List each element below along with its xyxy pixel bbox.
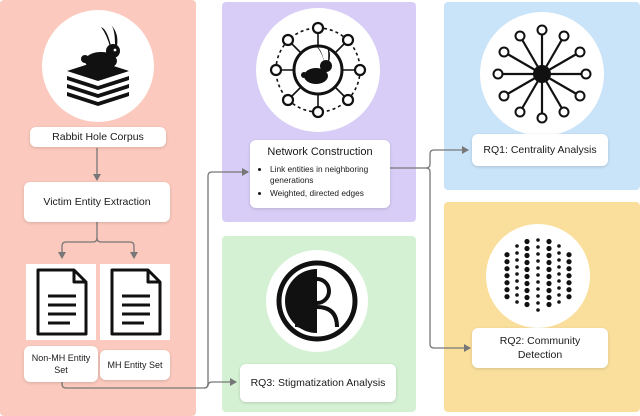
extraction-box: Victim Entity Extraction (24, 182, 170, 222)
dotted-columns-icon (486, 224, 590, 328)
half-person-icon (266, 250, 368, 352)
network-title: Network Construction (267, 146, 373, 158)
corpus-label: Rabbit Hole Corpus (30, 127, 166, 147)
mh-entity-set: MH Entity Set (100, 350, 170, 380)
non-mh-entity-set: Non-MH Entity Set (24, 346, 98, 382)
rabbit-network-icon (256, 8, 380, 132)
network-bullets: Link entities in neighboring generations… (258, 164, 382, 200)
rq2-box: RQ2: Community Detection (472, 328, 608, 368)
centrality-burst-icon (480, 12, 604, 136)
document-icon (26, 264, 96, 340)
document-icon (100, 264, 170, 340)
network-bullet-2: Weighted, directed edges (270, 188, 382, 199)
rq1-box: RQ1: Centrality Analysis (472, 134, 608, 166)
network-construction-box: Network Construction Link entities in ne… (250, 140, 390, 208)
rabbit-on-stack-icon (42, 10, 154, 122)
network-bullet-1: Link entities in neighboring generations (270, 164, 382, 186)
rq3-box: RQ3: Stigmatization Analysis (240, 364, 396, 402)
